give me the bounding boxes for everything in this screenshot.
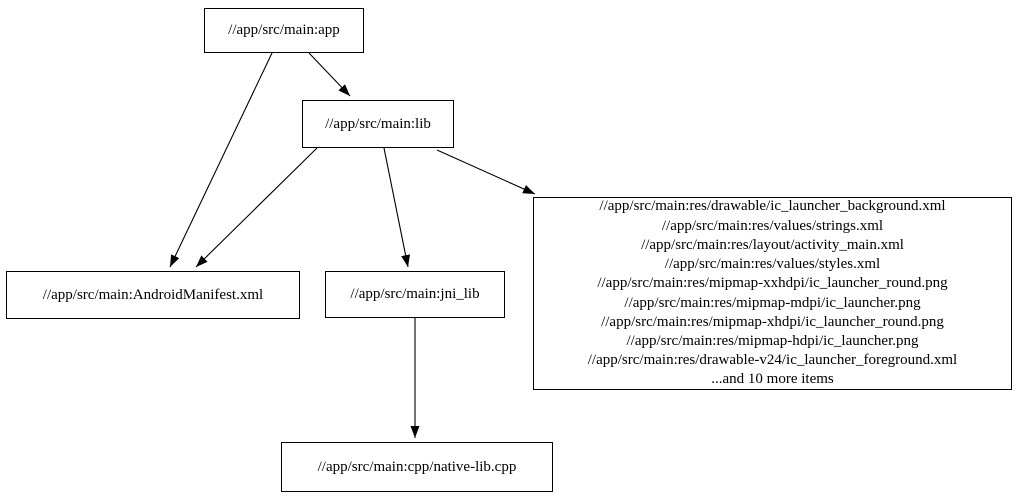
node-app-label: //app/src/main:app — [228, 22, 340, 38]
resource-item: //app/src/main:res/layout/activity_main.… — [641, 236, 904, 253]
node-resources-group: //app/src/main:res/drawable/ic_launcher_… — [533, 197, 1012, 390]
resource-item: //app/src/main:res/mipmap-xhdpi/ic_launc… — [601, 313, 944, 330]
resource-item: //app/src/main:res/drawable/ic_launcher_… — [599, 198, 946, 215]
resource-more-items: ...and 10 more items — [711, 371, 834, 388]
node-app: //app/src/main:app — [204, 8, 364, 53]
node-android-manifest: //app/src/main:AndroidManifest.xml — [6, 271, 300, 319]
resource-item: //app/src/main:res/values/strings.xml — [661, 217, 884, 234]
resource-item: //app/src/main:res/mipmap-mdpi/ic_launch… — [624, 294, 921, 311]
edge-lib-to-jni-lib — [383, 147, 411, 268]
edge-lib-to-manifest — [195, 147, 318, 268]
node-lib: //app/src/main:lib — [302, 100, 454, 148]
node-native-lib-cpp: //app/src/main:cpp/native-lib.cpp — [281, 442, 553, 492]
edge-app-to-manifest — [169, 52, 273, 268]
resource-item: //app/src/main:res/mipmap-hdpi/ic_launch… — [626, 332, 919, 349]
resource-item: //app/src/main:res/drawable-v24/ic_launc… — [587, 352, 958, 369]
node-lib-label: //app/src/main:lib — [325, 115, 431, 132]
node-jni-lib: //app/src/main:jni_lib — [325, 271, 505, 318]
edge-app-to-lib — [308, 52, 351, 97]
resource-item: //app/src/main:res/values/styles.xml — [664, 256, 881, 273]
node-jni-lib-label: //app/src/main:jni_lib — [350, 286, 480, 302]
edge-lib-to-resources — [436, 149, 536, 195]
node-native-lib-cpp-label: //app/src/main:cpp/native-lib.cpp — [317, 458, 517, 475]
resource-item: //app/src/main:res/mipmap-xxhdpi/ic_laun… — [597, 275, 948, 292]
node-android-manifest-label: //app/src/main:AndroidManifest.xml — [42, 286, 264, 303]
